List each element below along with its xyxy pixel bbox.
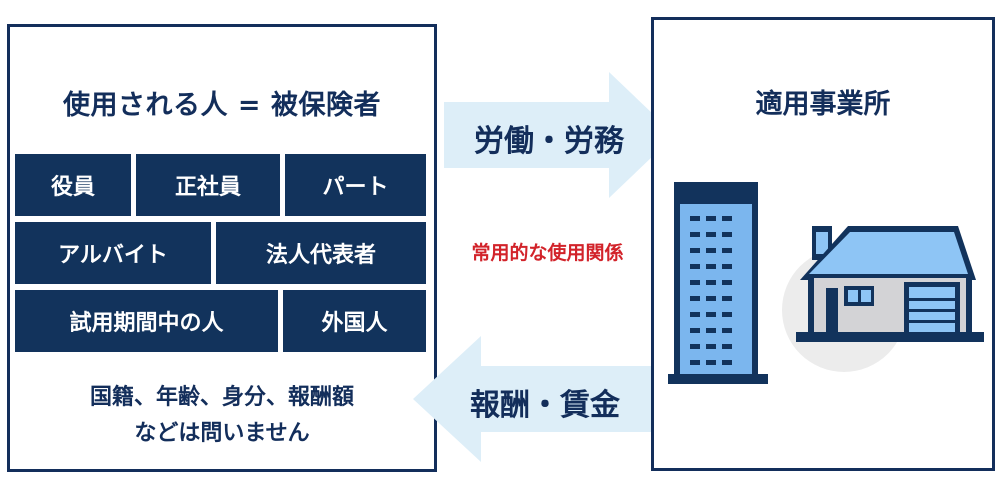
house-icon [796, 226, 984, 342]
note-line-1: 国籍、年齢、身分、報酬額 [89, 385, 354, 410]
tag-trial-employee: 試用期間中の人 [15, 290, 278, 352]
labor-arrow [444, 72, 675, 198]
pay-label: 報酬・賃金 [470, 388, 620, 423]
tag-regular-employee: 正社員 [136, 154, 280, 216]
tag-foreigner: 外国人 [283, 290, 426, 352]
insured-panel-title: 使用される人 = 被保険者 [63, 90, 381, 121]
workplace-title: 適用事業所 [755, 89, 891, 120]
office-building-icon [668, 182, 768, 384]
tag-corporate-representative: 法人代表者 [216, 222, 426, 284]
insured-persons-panel: 使用される人 = 被保険者 役員 正社員 パート アルバイト 法人代表者 試用期… [7, 24, 437, 472]
pay-arrow [413, 336, 651, 462]
employment-relation-label: 常用的な使用関係 [471, 242, 624, 264]
building-and-house-icon [668, 182, 984, 384]
labor-label: 労働・労務 [474, 124, 624, 159]
tag-part-timer: パート [285, 154, 426, 216]
tag-executive: 役員 [15, 154, 131, 216]
tag-arbeit: アルバイト [15, 222, 211, 284]
note-line-2: などは問いません [134, 421, 310, 446]
